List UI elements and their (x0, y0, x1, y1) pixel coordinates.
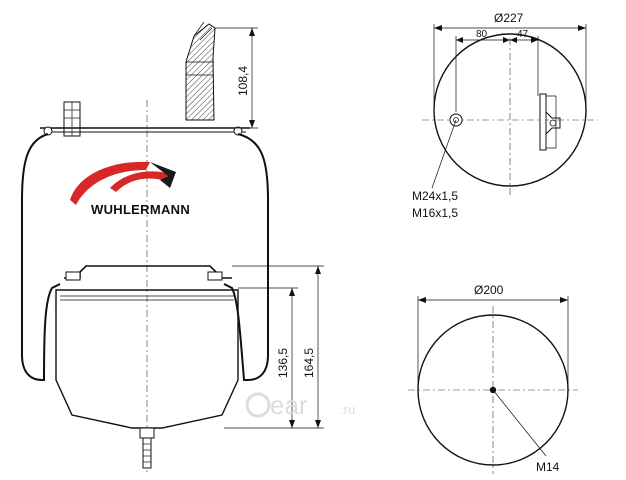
bottom-view: Ø200 M14 (408, 283, 578, 474)
logo-swoosh-red-2 (110, 171, 170, 192)
piston-cap (64, 265, 232, 281)
logo-swoosh-black (150, 162, 176, 188)
bellow-outline-right (223, 133, 269, 381)
dim-top-offsets: 80 47 (455, 29, 539, 112)
dim-top-height: 108,4 (214, 27, 258, 129)
dim-top-diameter: Ø227 (433, 11, 587, 110)
thread-leader-bottom (492, 389, 547, 457)
top-bracket (185, 21, 216, 121)
dim-offset-right-label: 47 (517, 29, 529, 40)
thread-leader-top (431, 119, 457, 189)
top-view: Ø227 80 47 M24x1,5 M16x1,5 (412, 11, 598, 220)
brand-logo: WUHLERMANN (70, 161, 190, 217)
logo-swoosh-red (70, 161, 150, 205)
dim-top-diameter-label: Ø227 (494, 11, 524, 25)
top-stud (63, 101, 81, 137)
dim-total-height-label: 164,5 (302, 348, 316, 378)
thread-label-1: M24x1,5 (412, 189, 458, 203)
bottom-stud (139, 427, 155, 469)
dim-offset-left-label: 80 (476, 29, 488, 40)
dim-piston-height-label: 136,5 (276, 348, 290, 378)
piston-body (55, 289, 239, 429)
dim-total-height: 164,5 (232, 265, 324, 429)
brand-name: WUHLERMANN (91, 202, 190, 217)
dim-bottom-diameter-label: Ø200 (474, 283, 504, 297)
watermark-suffix: .ru (340, 402, 355, 417)
thread-label-2: M16x1,5 (412, 206, 458, 220)
watermark: ear .ru (245, 390, 355, 420)
bellow-outline (21, 133, 61, 381)
dim-piston-height: 136,5 (224, 287, 298, 429)
side-view: WUHLERMANN 108,4 (21, 21, 324, 472)
top-view-bracket (539, 93, 561, 151)
bottom-thread-label: M14 (536, 460, 560, 474)
watermark-text: ear (270, 390, 308, 420)
dim-top-height-label: 108,4 (236, 66, 250, 96)
dim-bottom-diameter: Ø200 (417, 283, 569, 390)
watermark-logo-icon (245, 392, 271, 418)
